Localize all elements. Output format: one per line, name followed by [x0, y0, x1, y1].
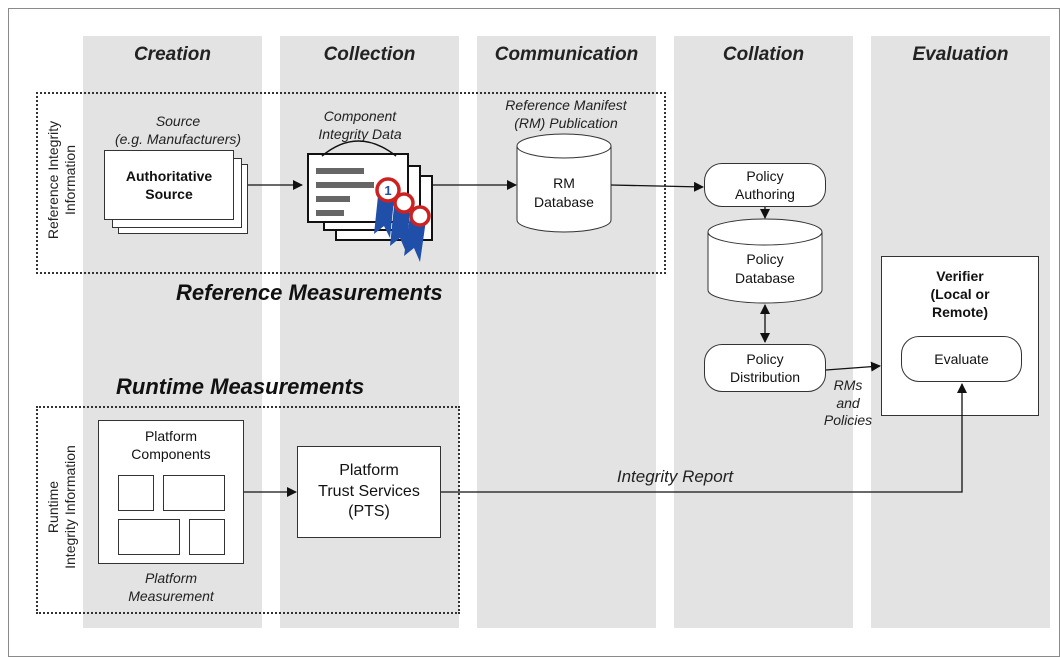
policy-distribution-box: Policy Distribution [704, 344, 826, 392]
reference-integrity-group [36, 92, 666, 274]
component-integrity-label: Component Integrity Data [318, 108, 402, 142]
phase-header-evaluation: Evaluation [912, 44, 1009, 65]
policy-database-label: Policy Database [735, 251, 795, 286]
phase-header-creation: Creation [133, 44, 212, 65]
source-label: Source (e.g. Manufacturers) [114, 113, 242, 147]
arrow-integrity-report-to-evaluate [441, 383, 967, 493]
rms-and-policies-label: RMs and Policies [823, 377, 873, 428]
phase-header-collection: Collection [323, 44, 416, 65]
arrow-rm-db-to-policy-authoring [610, 181, 704, 192]
policy-authoring-box: Policy Authoring [704, 163, 826, 207]
pts-box: Platform Trust Services (PTS) [297, 446, 441, 538]
phase-header-communication: Communication [494, 44, 639, 65]
rm-database-label: RM Database [534, 175, 594, 210]
reference-measurements-title: Reference Measurements [176, 280, 443, 305]
component-slot-2 [163, 475, 225, 511]
component-slot-4 [189, 519, 225, 555]
platform-components-label: Platform Components [131, 428, 211, 463]
authoritative-source-box: Authoritative Source [104, 150, 234, 220]
runtime-measurements-title: Runtime Measurements [116, 374, 365, 399]
verifier-title: Verifier (Local or Remote) [930, 268, 990, 321]
arrow-distribution-to-verifier [825, 361, 881, 372]
component-slot-3 [118, 519, 180, 555]
integrity-report-label: Integrity Report [616, 467, 734, 486]
rm-database-cylinder [516, 133, 612, 233]
evaluate-box: Evaluate [901, 336, 1022, 382]
component-slot-1 [118, 475, 154, 511]
certificate-badge-number: 1 [384, 183, 391, 198]
phase-header-collation: Collation [722, 44, 805, 65]
rm-publication-label: Reference Manifest (RM) Publication [505, 97, 627, 131]
runtime-integrity-group [36, 406, 460, 614]
platform-measurement-label: Platform Measurement [128, 570, 214, 604]
certificate-stack-icon [307, 140, 433, 262]
policy-database-cylinder [707, 218, 823, 304]
